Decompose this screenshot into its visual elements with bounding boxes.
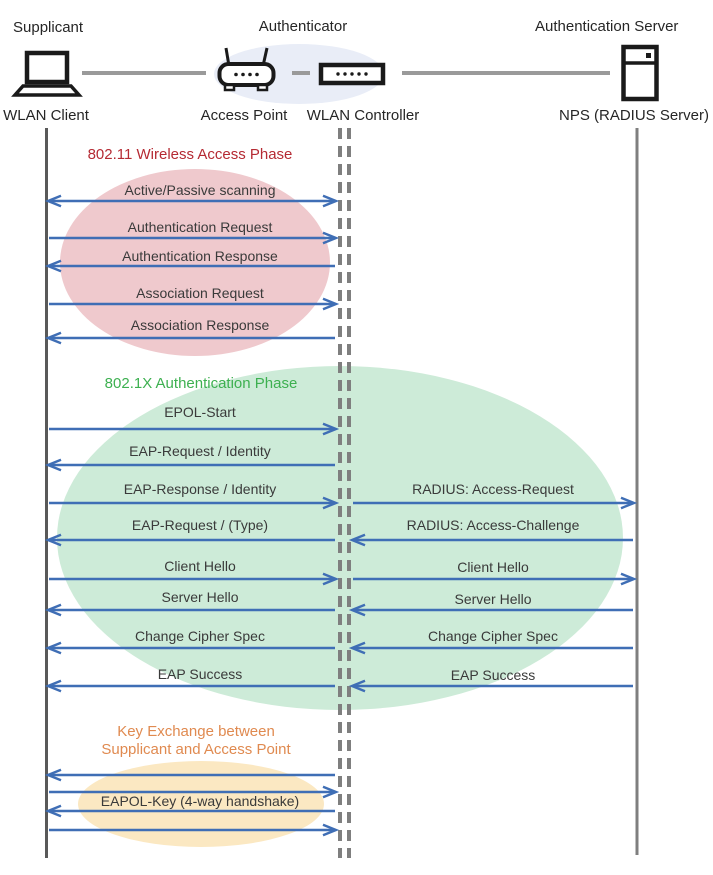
message-label: EPOL-Start [164, 404, 236, 420]
message-label: Active/Passive scanning [124, 182, 276, 198]
arrowhead-icon [322, 422, 340, 436]
message-label: EAP-Response / Identity [123, 481, 277, 497]
arrowhead-icon [44, 679, 62, 693]
message-label: Association Request [136, 285, 264, 301]
arrowhead-icon [322, 572, 340, 586]
message-label: EAP-Request / Identity [129, 443, 271, 459]
arrowhead-icon [322, 231, 340, 245]
phase3-title-line1: Key Exchange between [117, 723, 275, 740]
laptop-icon [11, 50, 83, 97]
role-supplicant: Supplicant [13, 19, 84, 36]
role-authenticator: Authenticator [258, 18, 348, 35]
message-label: Authentication Request [127, 219, 273, 235]
phase1-title: 802.11 Wireless Access Phase [87, 146, 293, 163]
message-label: Authentication Response [122, 248, 278, 264]
arrowhead-icon [44, 458, 62, 472]
message-label: Client Hello [164, 558, 236, 574]
message-label: Association Response [130, 317, 270, 333]
message-label: Change Cipher Spec [428, 628, 558, 644]
arrowhead-icon [348, 603, 366, 617]
device-wlan-controller: WLAN Controller [306, 107, 420, 124]
device-access-point: Access Point [200, 107, 288, 124]
arrowhead-icon [44, 603, 62, 617]
arrowhead-icon [322, 297, 340, 311]
message-label: RADIUS: Access-Request [412, 481, 574, 497]
arrowhead-icon [322, 496, 340, 510]
message-label: Client Hello [457, 559, 529, 575]
phase2-title: 802.1X Authentication Phase [104, 375, 298, 392]
arrowhead-icon [348, 641, 366, 655]
arrowhead-icon [322, 823, 340, 837]
arrowhead-icon [348, 533, 366, 547]
arrowhead-icon [44, 533, 62, 547]
arrowhead-icon [44, 804, 62, 818]
arrowhead-icon [620, 572, 638, 586]
device-wlan-client: WLAN Client [3, 107, 89, 124]
arrowhead-icon [44, 768, 62, 782]
server-icon [621, 44, 659, 102]
message-label: EAP-Request / (Type) [131, 517, 269, 533]
message-label: Server Hello [454, 591, 532, 607]
phase3-title-line2: Supplicant and Access Point [101, 741, 291, 758]
message-label: EAP Success [157, 666, 243, 682]
message-label: Server Hello [161, 589, 239, 605]
message-label: RADIUS: Access-Challenge [406, 517, 580, 533]
role-authentication-server: Authentication Server [535, 18, 679, 35]
device-nps-radius-server: NPS (RADIUS Server) [558, 107, 710, 124]
arrowhead-icon [44, 331, 62, 345]
arrowhead-icon [44, 194, 62, 208]
arrowhead-icon [322, 194, 340, 208]
arrowhead-icon [44, 641, 62, 655]
arrowhead-icon [348, 679, 366, 693]
message-label: EAP Success [450, 667, 536, 683]
message-label: Change Cipher Spec [135, 628, 265, 644]
access-point-icon [217, 47, 276, 92]
message-label: EAPOL-Key (4-way handshake) [100, 793, 300, 809]
arrowhead-icon [322, 785, 340, 799]
arrowhead-icon [44, 259, 62, 273]
wlan-controller-icon [318, 62, 386, 86]
arrowhead-icon [620, 496, 638, 510]
